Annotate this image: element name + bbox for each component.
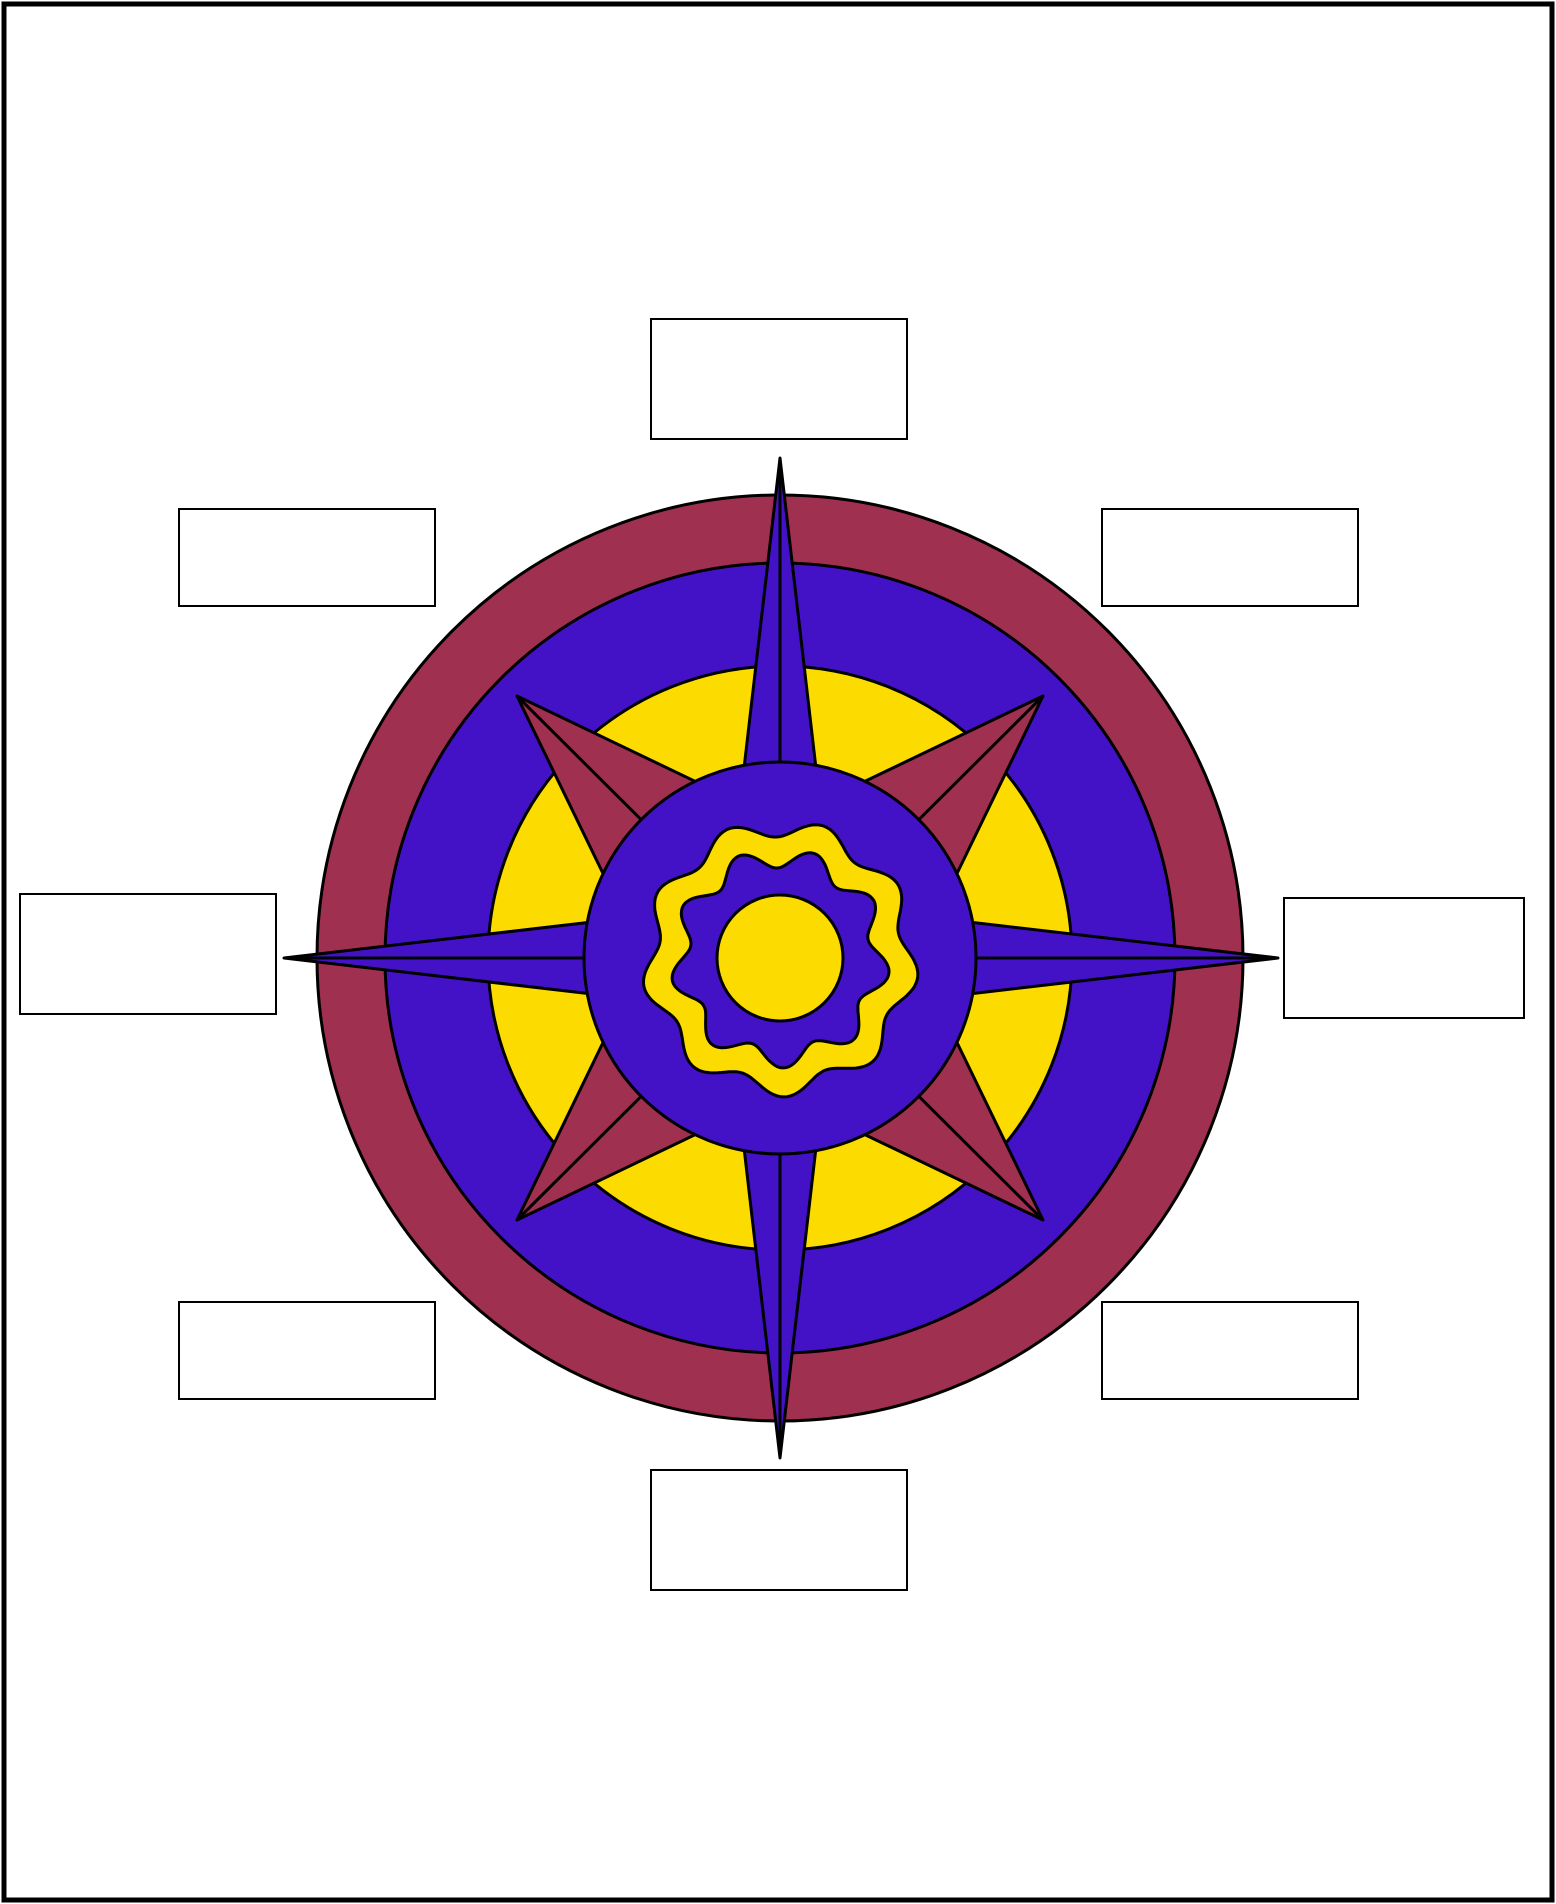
label-box-east[interactable] xyxy=(1283,897,1525,1019)
label-box-west[interactable] xyxy=(19,893,277,1015)
label-box-southwest[interactable] xyxy=(178,1301,436,1400)
center-sun xyxy=(717,895,843,1021)
label-box-north[interactable] xyxy=(650,318,908,440)
label-box-south[interactable] xyxy=(650,1469,908,1591)
label-box-southeast[interactable] xyxy=(1101,1301,1359,1400)
label-box-northeast[interactable] xyxy=(1101,508,1359,607)
label-box-northwest[interactable] xyxy=(178,508,436,607)
